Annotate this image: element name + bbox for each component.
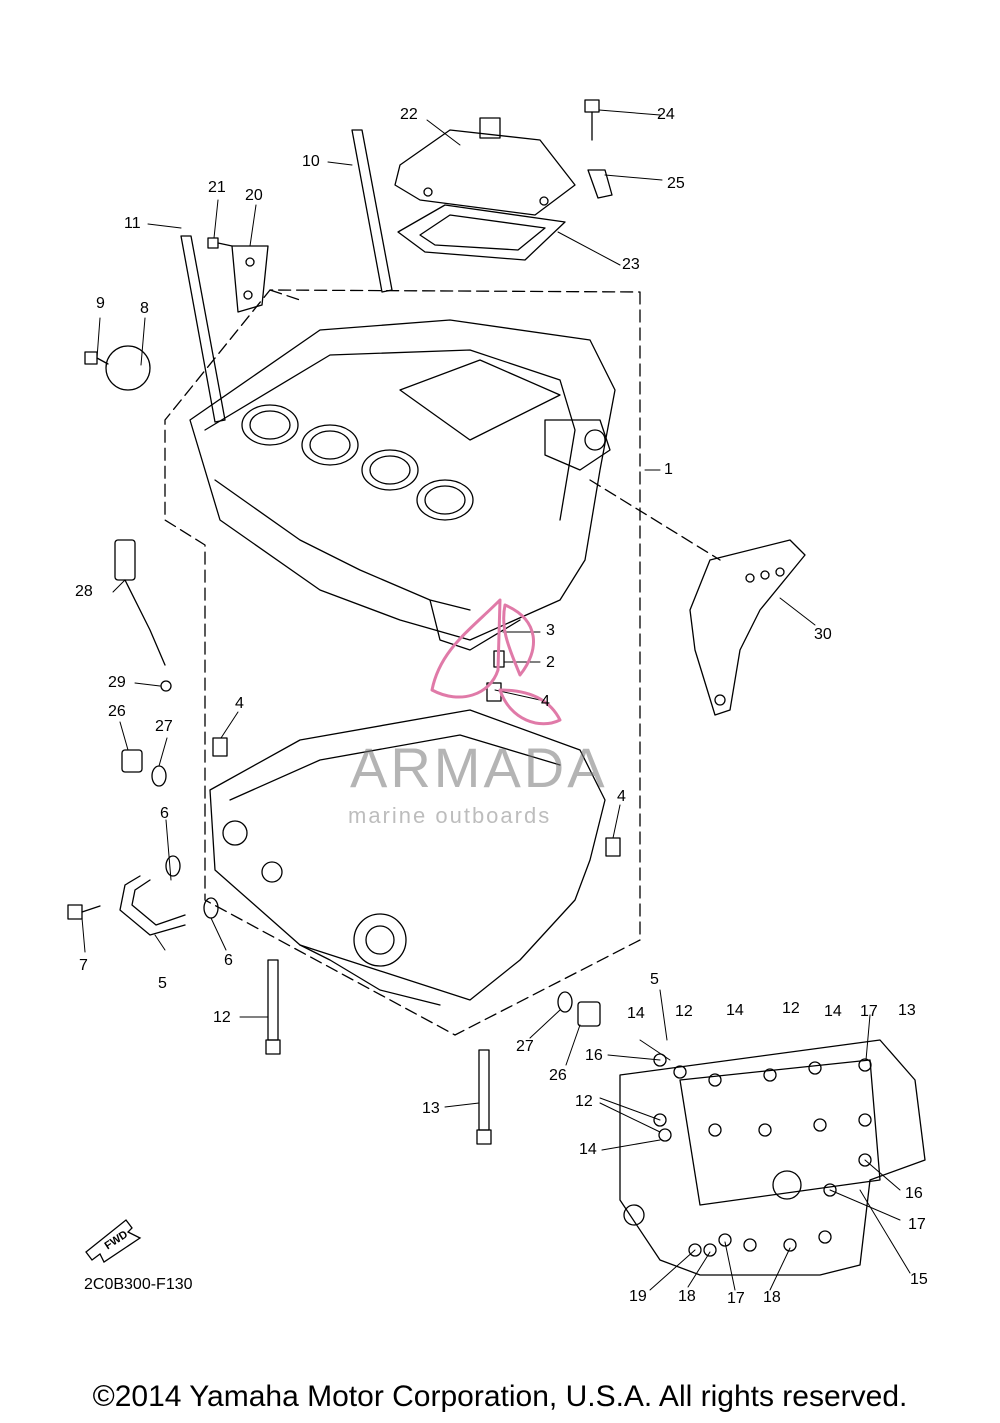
callout-27: 27: [155, 718, 173, 735]
assembly-dashed-outline: [164, 289, 721, 1036]
callout-1: 1: [664, 461, 673, 478]
callout-4: 4: [541, 693, 550, 710]
crankcase-cover: [394, 117, 576, 216]
crankcase-bottom-view: [619, 1039, 926, 1276]
callout-30: 30: [814, 626, 832, 643]
stud-bolt-11: [180, 235, 226, 423]
plug-26: [121, 749, 601, 1027]
callout-23: 23: [622, 256, 640, 273]
callout-16: 16: [585, 1047, 603, 1064]
callout-14: 14: [579, 1141, 597, 1158]
bracket-30: [689, 539, 806, 716]
callout-2: 2: [546, 654, 555, 671]
callout-3: 3: [546, 622, 555, 639]
callout-19: 19: [629, 1288, 647, 1305]
watermark-subtitle: marine outboards: [348, 803, 552, 828]
callout-28: 28: [75, 583, 93, 600]
upper-crankcase: [189, 319, 616, 651]
callout-29: 29: [108, 674, 126, 691]
leader-lines: [81, 109, 911, 1291]
callout-24: 24: [657, 106, 675, 123]
callout-26: 26: [549, 1067, 567, 1084]
diagram-code: 2C0B300-F130: [84, 1276, 193, 1293]
callout-9: 9: [96, 295, 105, 312]
callout-18: 18: [678, 1288, 696, 1305]
stud-bolt-10: [351, 129, 393, 293]
callout-6: 6: [224, 952, 233, 969]
callout-4: 4: [235, 695, 244, 712]
callout-4: 4: [617, 788, 626, 805]
watermark-title: ARMADA: [350, 736, 608, 799]
callout-17: 17: [860, 1003, 878, 1020]
forward-arrow-icon: FWD: [85, 1219, 142, 1263]
plate-20: [231, 245, 269, 313]
callout-5: 5: [158, 975, 167, 992]
callout-22: 22: [400, 106, 418, 123]
callout-20: 20: [245, 187, 263, 204]
callout-17: 17: [908, 1216, 926, 1233]
bracket-25: [587, 169, 613, 199]
callout-8: 8: [140, 300, 149, 317]
cover-gasket: [397, 204, 566, 261]
callout-14: 14: [726, 1002, 744, 1019]
callout-13: 13: [898, 1002, 916, 1019]
callout-6: 6: [160, 805, 169, 822]
bolt-13: [476, 1049, 492, 1145]
cover-8: [105, 345, 151, 391]
callout-11: 11: [124, 215, 141, 232]
watermark-emblem: [430, 598, 562, 726]
callout-7: 7: [79, 957, 88, 974]
callout-12: 12: [575, 1093, 593, 1110]
callout-5: 5: [650, 971, 659, 988]
screw-21: [207, 237, 233, 249]
callout-13: 13: [422, 1100, 440, 1117]
callout-16: 16: [905, 1185, 923, 1202]
callout-25: 25: [667, 175, 685, 192]
bolt-7: [67, 904, 101, 920]
callout-21: 21: [208, 179, 226, 196]
lower-crankcase: [209, 709, 606, 1006]
o-ring-6: [165, 855, 219, 919]
callout-14: 14: [824, 1003, 842, 1020]
callout-26: 26: [108, 703, 126, 720]
callout-27: 27: [516, 1038, 534, 1055]
callout-14: 14: [627, 1005, 645, 1022]
bolt-24: [584, 99, 600, 141]
callout-10: 10: [302, 153, 320, 170]
oil-level-gauge-28: [114, 539, 166, 666]
callout-12: 12: [675, 1003, 693, 1020]
copyright-notice: ©2014 Yamaha Motor Corporation, U.S.A. A…: [92, 1380, 908, 1413]
callout-12: 12: [213, 1009, 231, 1026]
washer-29: [160, 680, 172, 692]
bolt-12: [265, 959, 281, 1055]
callout-12: 12: [782, 1000, 800, 1017]
callout-15: 15: [910, 1271, 928, 1288]
pipe-5: [119, 875, 186, 936]
callout-17: 17: [727, 1290, 745, 1307]
callout-18: 18: [763, 1289, 781, 1306]
